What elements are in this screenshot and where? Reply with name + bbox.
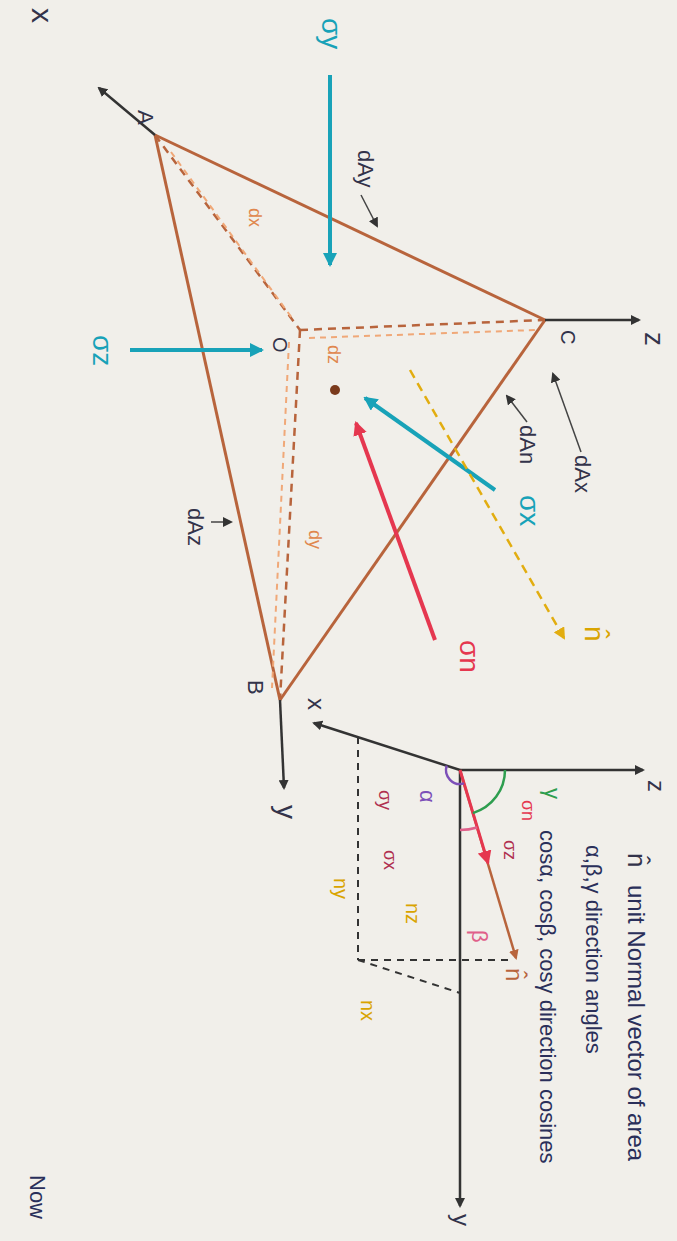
vertex-label: O [269, 337, 291, 353]
note-text: cosα, cosβ, cosγ direction cosines [535, 830, 559, 1164]
vertex-label: B [243, 680, 267, 695]
stress-label: σz [86, 335, 117, 366]
note-text: Now [25, 1175, 49, 1219]
stress-label: σy [315, 18, 346, 49]
note-text: unit Normal vector of area [623, 885, 649, 1161]
note-text: α,β,γ direction angles [581, 845, 605, 1054]
angle-label: γ [540, 788, 564, 799]
stress-label: σx [379, 850, 399, 870]
axis-label: y [448, 1214, 474, 1226]
area-label: dAn [515, 425, 539, 464]
area-label: dAz [183, 508, 207, 546]
area-label: dAy [353, 150, 377, 188]
stress-label: σx [513, 495, 544, 526]
length-label: dz [323, 345, 343, 364]
vertex-label: C [557, 330, 579, 344]
component-label: nx [357, 1000, 379, 1021]
component-label: ny [330, 878, 352, 899]
vertex-label: A [133, 110, 157, 125]
component-label: nz [402, 903, 424, 924]
axis-label: z [638, 332, 669, 346]
tetrahedron [155, 135, 545, 700]
normal-label: n̂ [578, 626, 609, 642]
stress-label: σz [499, 840, 519, 860]
axes [99, 88, 639, 788]
leader-arrows [211, 195, 581, 522]
centroid-dot [330, 385, 340, 395]
normal-label: n̂ [501, 968, 527, 981]
axis-label: x [303, 698, 329, 710]
angle-label: α [415, 790, 439, 803]
axis-label: z [643, 780, 669, 792]
stress-label: σn [517, 800, 537, 821]
angle-label: β [467, 930, 491, 943]
area-label: dAx [570, 455, 594, 493]
axis-label: y [270, 805, 301, 819]
stress-label: σy [374, 790, 394, 810]
length-label: dy [304, 530, 324, 549]
normal-label: n̂ [622, 853, 651, 867]
axis-label: x [26, 8, 59, 23]
stress-arrows [130, 75, 564, 640]
stress-label: σn [453, 640, 484, 673]
direction-angle-sketch [314, 723, 643, 1206]
length-label: dx [244, 208, 264, 227]
